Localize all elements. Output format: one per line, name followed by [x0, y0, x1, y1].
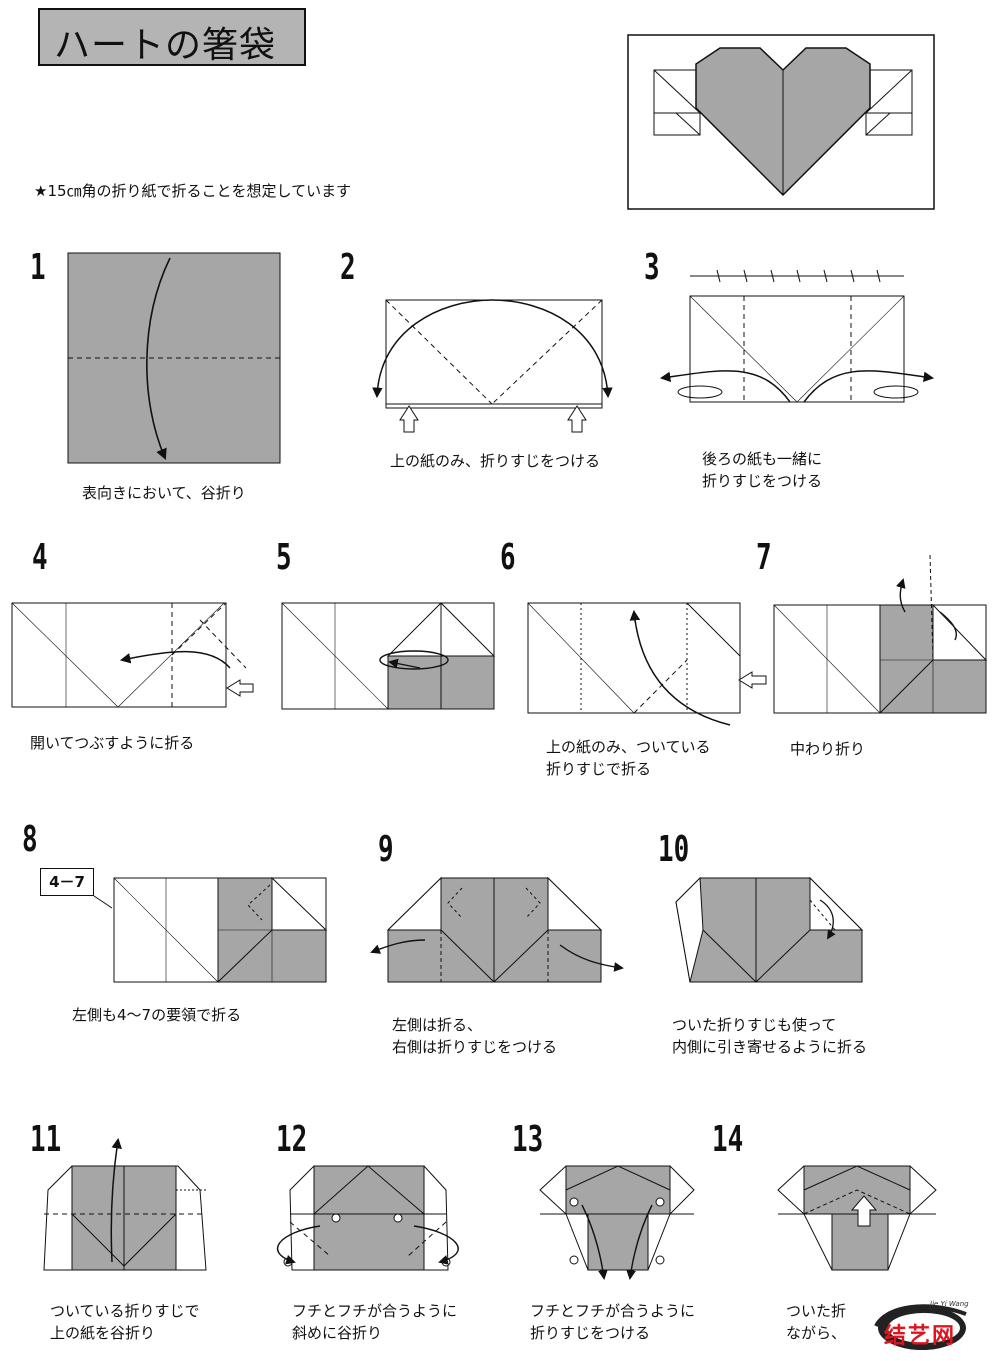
step-number: 1 [30, 247, 46, 288]
step-6-diagram [527, 602, 767, 726]
step-14-diagram [777, 1165, 937, 1271]
logo-text: 结艺网 [884, 1324, 957, 1349]
step-number: 7 [756, 537, 772, 578]
finished-preview [627, 34, 935, 210]
step-8-diagram [93, 876, 328, 983]
step-2-diagram [372, 299, 613, 433]
step-13-diagram [539, 1165, 695, 1280]
step-3-diagram [659, 269, 935, 403]
title-box: ハートの箸袋 [38, 8, 306, 66]
step-5-diagram [281, 602, 496, 710]
step-11-caption: ついている折りすじで 上の紙を谷折り [50, 1302, 200, 1342]
step-1-diagram [67, 252, 281, 464]
step-6-caption: 上の紙のみ、ついている 折りすじで折る [546, 738, 711, 778]
step-number: 6 [500, 537, 516, 578]
logo-subtext: Jie Yi Wang [930, 1300, 969, 1308]
step-number: 9 [378, 829, 394, 870]
step-number: 13 [512, 1119, 544, 1160]
step-10-caption: ついた折りすじも使って 内側に引き寄せるように折る [672, 1016, 868, 1056]
step-1-caption: 表向きにおいて、谷折り [82, 484, 246, 502]
step-3-caption: 後ろの紙も一緒に 折りすじをつける [702, 450, 823, 490]
step-number: 5 [276, 537, 292, 578]
step-12-diagram [276, 1165, 459, 1271]
step-14-caption: ついた折 ながら、 [786, 1302, 847, 1342]
step-number: 4 [32, 537, 48, 578]
step-number: 2 [340, 247, 356, 288]
page-title: ハートの箸袋 [54, 25, 277, 66]
step-10-diagram [675, 876, 864, 983]
step-9-caption: 左側は折る、 右側は折りすじをつける [392, 1016, 558, 1056]
step-11-diagram [43, 1137, 207, 1271]
step-4-caption: 開いてつぶすように折る [30, 734, 195, 752]
step-number: 12 [276, 1119, 308, 1160]
step-number: 10 [658, 829, 690, 870]
step-number: 11 [30, 1119, 62, 1160]
step-12-caption: フチとフチが合うように 斜めに谷折り [292, 1302, 458, 1342]
step-7-diagram [773, 554, 988, 714]
step-4-diagram [11, 602, 254, 708]
step-number: 8 [22, 819, 38, 860]
step-8-caption: 左側も4～7の要領で折る [72, 1006, 242, 1024]
step-9-diagram [370, 876, 624, 983]
step-7-caption: 中わり折り [790, 740, 866, 758]
step-number: 14 [712, 1119, 744, 1160]
step-2-caption: 上の紙のみ、折りすじをつける [390, 452, 601, 470]
step-8-reference: 4－7 [40, 868, 94, 896]
step-number: 3 [644, 247, 660, 288]
size-note: ★15㎝角の折り紙で折ることを想定しています [34, 182, 352, 200]
step-13-caption: フチとフチが合うように 折りすじをつける [530, 1302, 696, 1342]
site-logo [874, 1304, 967, 1350]
